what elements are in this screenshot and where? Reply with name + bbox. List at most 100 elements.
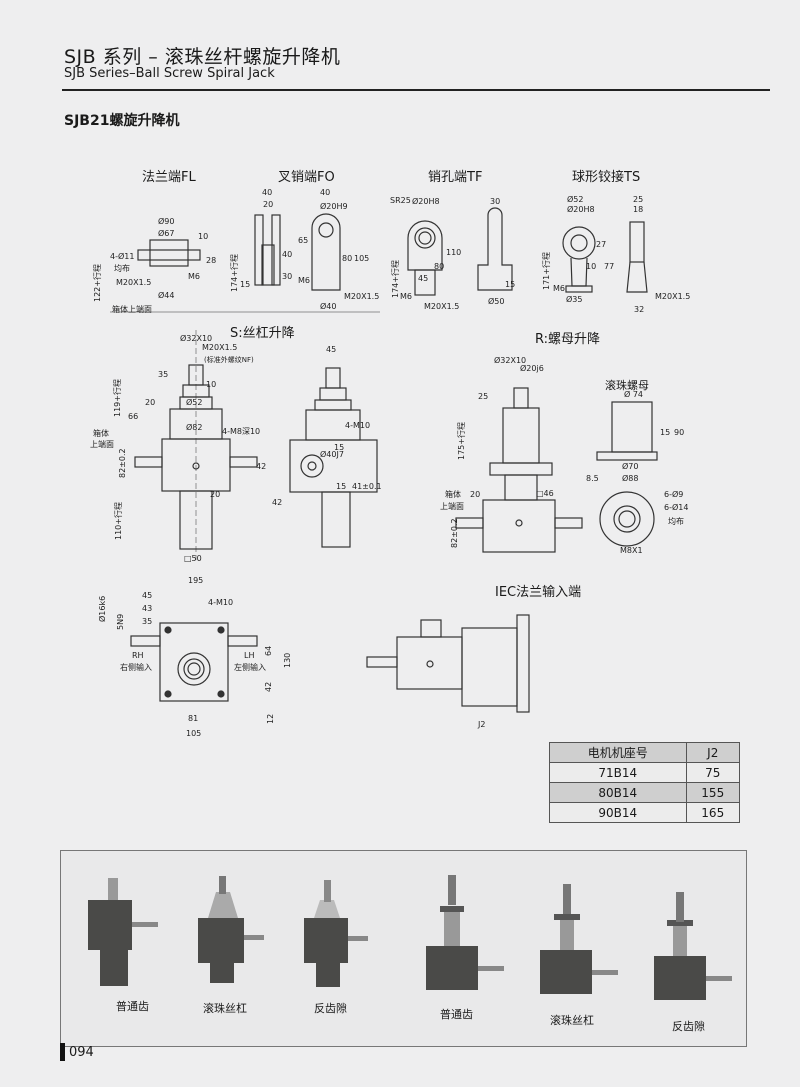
dim-label: M6 <box>298 276 310 285</box>
product-image <box>654 892 732 1000</box>
page-title-cn: SJB 系列 – 滚珠丝杆螺旋升降机 <box>64 46 341 68</box>
dim-label: Ø40 <box>320 302 337 311</box>
dim-label: 40 <box>262 188 273 197</box>
caption-ball-nut: 滚珠螺母 <box>605 379 649 392</box>
dim-label: 80 <box>434 262 445 271</box>
table-header-row: 电机机座号 J2 <box>549 742 740 763</box>
ball-nut-drawing <box>596 401 658 547</box>
dim-label: 105 <box>186 729 202 738</box>
table-row: 71B14 75 <box>549 762 740 783</box>
dim-label: 15 <box>334 443 345 452</box>
dim-label: 45 <box>142 591 153 600</box>
dim-label: 上端面 <box>90 440 114 449</box>
dim-label: 15 <box>240 280 251 289</box>
dim-label: 左侧输入 <box>234 663 266 672</box>
dim-label: 35 <box>142 617 153 626</box>
dim-label: 25 <box>633 195 644 204</box>
table-cell: 71B14 <box>549 762 687 783</box>
dim-label: 40 <box>320 188 331 197</box>
dim-label: 20 <box>470 490 481 499</box>
dim-label: 28 <box>206 256 217 265</box>
dim-label: Ø44 <box>158 291 175 300</box>
dim-label: Ø 74 <box>624 390 644 399</box>
caption-screw-lift: S:丝杠升降 <box>230 326 295 341</box>
dim-label: 18 <box>633 205 644 214</box>
table-cell: 155 <box>685 782 740 803</box>
dim-label: 195 <box>188 576 204 585</box>
product-label: 普通齿 <box>440 1008 473 1021</box>
flange-end-drawing <box>110 239 380 313</box>
dim-label: M20X1.5 <box>202 343 238 352</box>
dim-label: LH <box>244 651 255 660</box>
product-label: 滚珠丝杠 <box>203 1002 247 1015</box>
product-image <box>88 878 158 986</box>
dim-label: 箱体 <box>445 490 461 499</box>
dim-label: 30 <box>490 197 501 206</box>
product-image <box>426 875 504 990</box>
dim-label: 均布 <box>668 517 684 526</box>
top-view-drawing <box>130 622 258 702</box>
dim-label: Ø90 <box>158 217 175 226</box>
dim-label: 42 <box>272 498 283 507</box>
dim-label: 27 <box>596 240 607 249</box>
dim-label: 41±0.1 <box>352 482 382 491</box>
caption-flange-end: 法兰端FL <box>142 170 196 185</box>
dim-label: RH <box>132 651 144 660</box>
dim-label: 43 <box>142 604 153 613</box>
table-header: 电机机座号 <box>549 742 687 763</box>
dim-label: 25 <box>478 392 489 401</box>
fork-end-drawing <box>254 213 341 291</box>
dim-label: Ø82 <box>186 423 203 432</box>
dim-label: 4-M10 <box>345 421 371 430</box>
dim-label: 箱体上端面 <box>112 305 152 314</box>
dim-label: 77 <box>604 262 615 271</box>
header-divider <box>62 89 770 91</box>
dim-label: Ø32X10 <box>494 356 527 365</box>
dim-label: 35 <box>158 370 169 379</box>
dim-label: SR25 <box>390 196 411 205</box>
dim-label: 40 <box>282 250 293 259</box>
table-cell: 80B14 <box>549 782 687 803</box>
page-number: 094 <box>69 1045 94 1060</box>
caption-ball-joint-end: 球形铰接TS <box>572 170 641 185</box>
dim-label: M20X1.5 <box>344 292 380 301</box>
dim-label: 105 <box>354 254 370 263</box>
dim-label: Ø20j6 <box>520 364 544 373</box>
caption-pin-hole-end: 销孔端TF <box>428 170 483 185</box>
dim-label: □46 <box>536 489 554 498</box>
nut-lift-drawing <box>455 387 583 553</box>
motor-frame-table: 电机机座号 J2 71B14 75 80B14 155 90B14 165 <box>549 742 740 823</box>
dim-label: Ø52 <box>567 195 584 204</box>
dim-label: 均布 <box>114 264 130 273</box>
dim-label: M6 <box>400 292 412 301</box>
dim-label: 30 <box>282 272 293 281</box>
dim-label: 右侧输入 <box>120 663 152 672</box>
dim-label: Ø67 <box>158 229 175 238</box>
dim-label: 65 <box>298 236 309 245</box>
product-label: 滚珠丝杠 <box>550 1014 594 1027</box>
table-cell: 90B14 <box>549 802 687 823</box>
product-image <box>540 884 618 994</box>
product-photo-panel <box>60 850 747 1047</box>
dim-label: 45 <box>418 274 429 283</box>
dim-label: Ø35 <box>566 295 583 304</box>
table-cell: 75 <box>685 762 740 783</box>
dim-label: J2 <box>478 720 486 729</box>
pin-hole-end-drawing <box>407 207 513 296</box>
dim-label: 15 <box>336 482 347 491</box>
page-number-marker <box>60 1043 65 1061</box>
dim-label: M20X1.5 <box>116 278 152 287</box>
dim-label: M6 <box>188 272 200 281</box>
dim-label: M20X1.5 <box>424 302 460 311</box>
dim-label: 20 <box>210 490 221 499</box>
dim-label: Ø50 <box>488 297 505 306</box>
dim-label: 66 <box>128 412 139 421</box>
dim-label: 4-M10 <box>208 598 234 607</box>
dim-label: 10 <box>198 232 209 241</box>
dim-label: 10 <box>586 262 597 271</box>
dim-label: Ø20H8 <box>567 205 595 214</box>
dim-label: M6 <box>553 284 565 293</box>
product-image <box>304 880 368 987</box>
